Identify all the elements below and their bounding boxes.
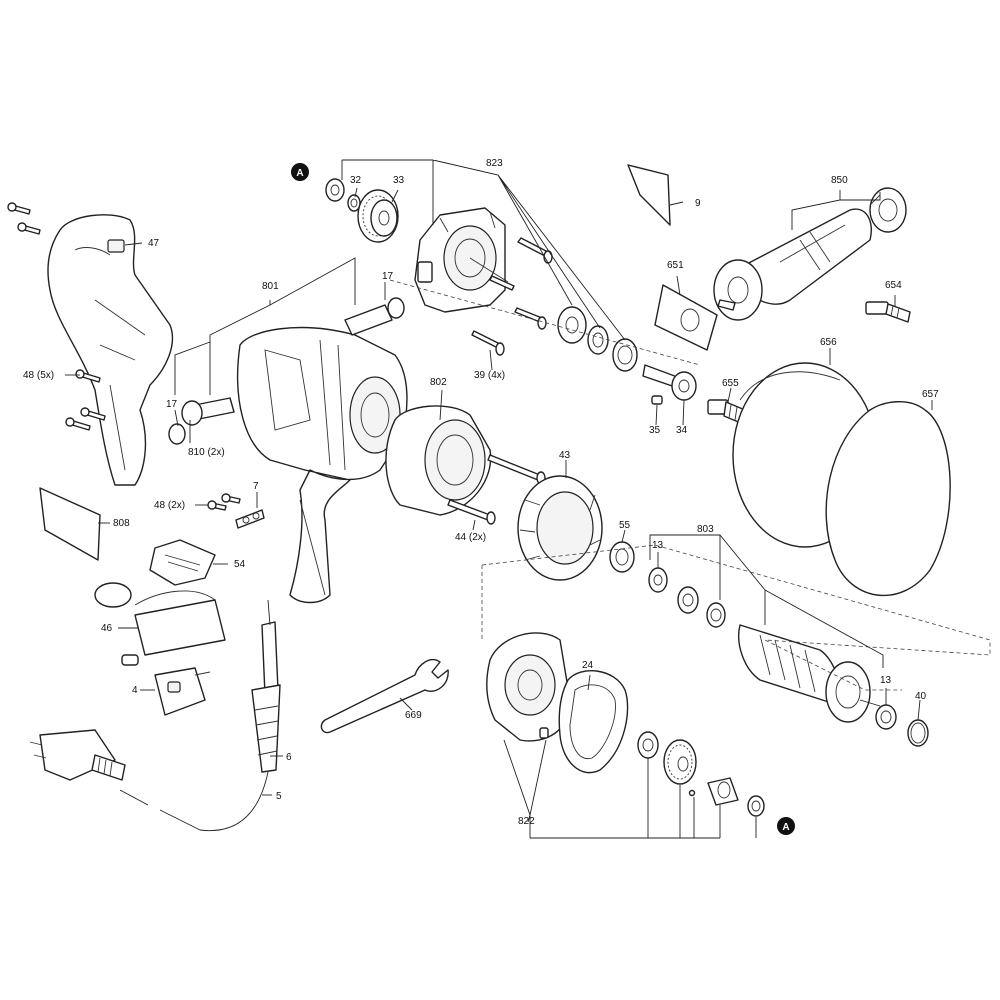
part-34-spindle: [642, 364, 697, 405]
part-33-gear: [357, 189, 399, 243]
label-5: 5: [276, 791, 282, 802]
part-5-power-cable: [119, 771, 269, 832]
part-803-armature: [648, 567, 881, 723]
power-plug: [29, 729, 126, 781]
label-34: 34: [676, 425, 688, 436]
part-802-field: [385, 405, 492, 516]
label-656: 656: [820, 337, 837, 348]
leader-lines: [65, 159, 933, 839]
label-803: 803: [697, 524, 714, 535]
svg-text:A: A: [782, 822, 789, 833]
label-657: 657: [922, 389, 939, 400]
label-7: 7: [253, 481, 259, 492]
label-6: 6: [286, 752, 292, 763]
dashed-axis-top: [389, 279, 701, 366]
bearings-823: [557, 306, 638, 372]
label-823: 823: [486, 158, 503, 169]
part-9-label: [627, 164, 671, 226]
label-654: 654: [885, 280, 902, 291]
label-13-b: 13: [880, 675, 892, 686]
part-46-electronics: [94, 582, 226, 666]
part-13-40-rings: [875, 704, 929, 747]
svg-text:A: A: [296, 168, 303, 179]
part-651-plate: [654, 284, 718, 351]
bottom-gear-train: [637, 731, 765, 817]
label-17-lower: 17: [166, 399, 178, 410]
label-47: 47: [148, 238, 160, 249]
label-44-2x: 44 (2x): [455, 532, 486, 543]
label-655: 655: [722, 378, 739, 389]
part-43-baffle: [517, 475, 603, 581]
label-39-4x: 39 (4x): [474, 370, 505, 381]
label-850: 850: [831, 175, 848, 186]
label-13-a: 13: [652, 540, 664, 551]
label-822: 822: [518, 816, 535, 827]
screws-48-2x: [207, 493, 265, 529]
part-labels: 32 33 823 9 850 47 801 17 651 654 48 (5x…: [23, 158, 939, 827]
part-32-washer: [325, 178, 361, 212]
part-47-housing-shell: [47, 214, 174, 486]
label-55: 55: [619, 520, 631, 531]
label-32: 32: [350, 175, 362, 186]
reference-marker-a-bottom: A: [777, 817, 795, 835]
label-651: 651: [667, 260, 684, 271]
label-24: 24: [582, 660, 594, 671]
part-669-wrench: [320, 658, 449, 734]
handle-end-cap: [869, 187, 907, 233]
screws-44: [447, 454, 546, 525]
part-654-adapter: [865, 301, 911, 323]
label-669: 669: [405, 710, 422, 721]
label-33: 33: [393, 175, 405, 186]
part-55-bearing: [609, 541, 635, 573]
label-48-5x: 48 (5x): [23, 370, 54, 381]
part-823-gear-housing: [414, 207, 509, 313]
label-43: 43: [559, 450, 571, 461]
part-810-brush-caps: [168, 297, 405, 445]
label-9: 9: [695, 198, 701, 209]
part-822-gear-cover: [486, 632, 571, 742]
part-808-label: [39, 487, 101, 561]
label-17-top: 17: [382, 271, 394, 282]
label-40: 40: [915, 691, 927, 702]
part-24-gasket: [558, 670, 629, 774]
part-54-switch-carrier: [149, 539, 216, 586]
part-6-cable-guard: [251, 599, 281, 773]
label-48-2x: 48 (2x): [154, 500, 185, 511]
label-801: 801: [262, 281, 279, 292]
part-801-motor-housing: [237, 326, 408, 604]
part-4-switch: [154, 667, 211, 716]
label-808: 808: [113, 518, 130, 529]
reference-marker-a-top: A: [291, 163, 309, 181]
label-46: 46: [101, 623, 113, 634]
label-35: 35: [649, 425, 661, 436]
label-54: 54: [234, 559, 246, 570]
part-850-side-handle: [713, 208, 872, 321]
label-810-2x: 810 (2x): [188, 447, 225, 458]
screws-48-5x: [7, 202, 106, 431]
screws-39: [471, 237, 553, 356]
label-4: 4: [132, 685, 138, 696]
label-802: 802: [430, 377, 447, 388]
part-657-polishing-bonnet: [825, 401, 951, 597]
